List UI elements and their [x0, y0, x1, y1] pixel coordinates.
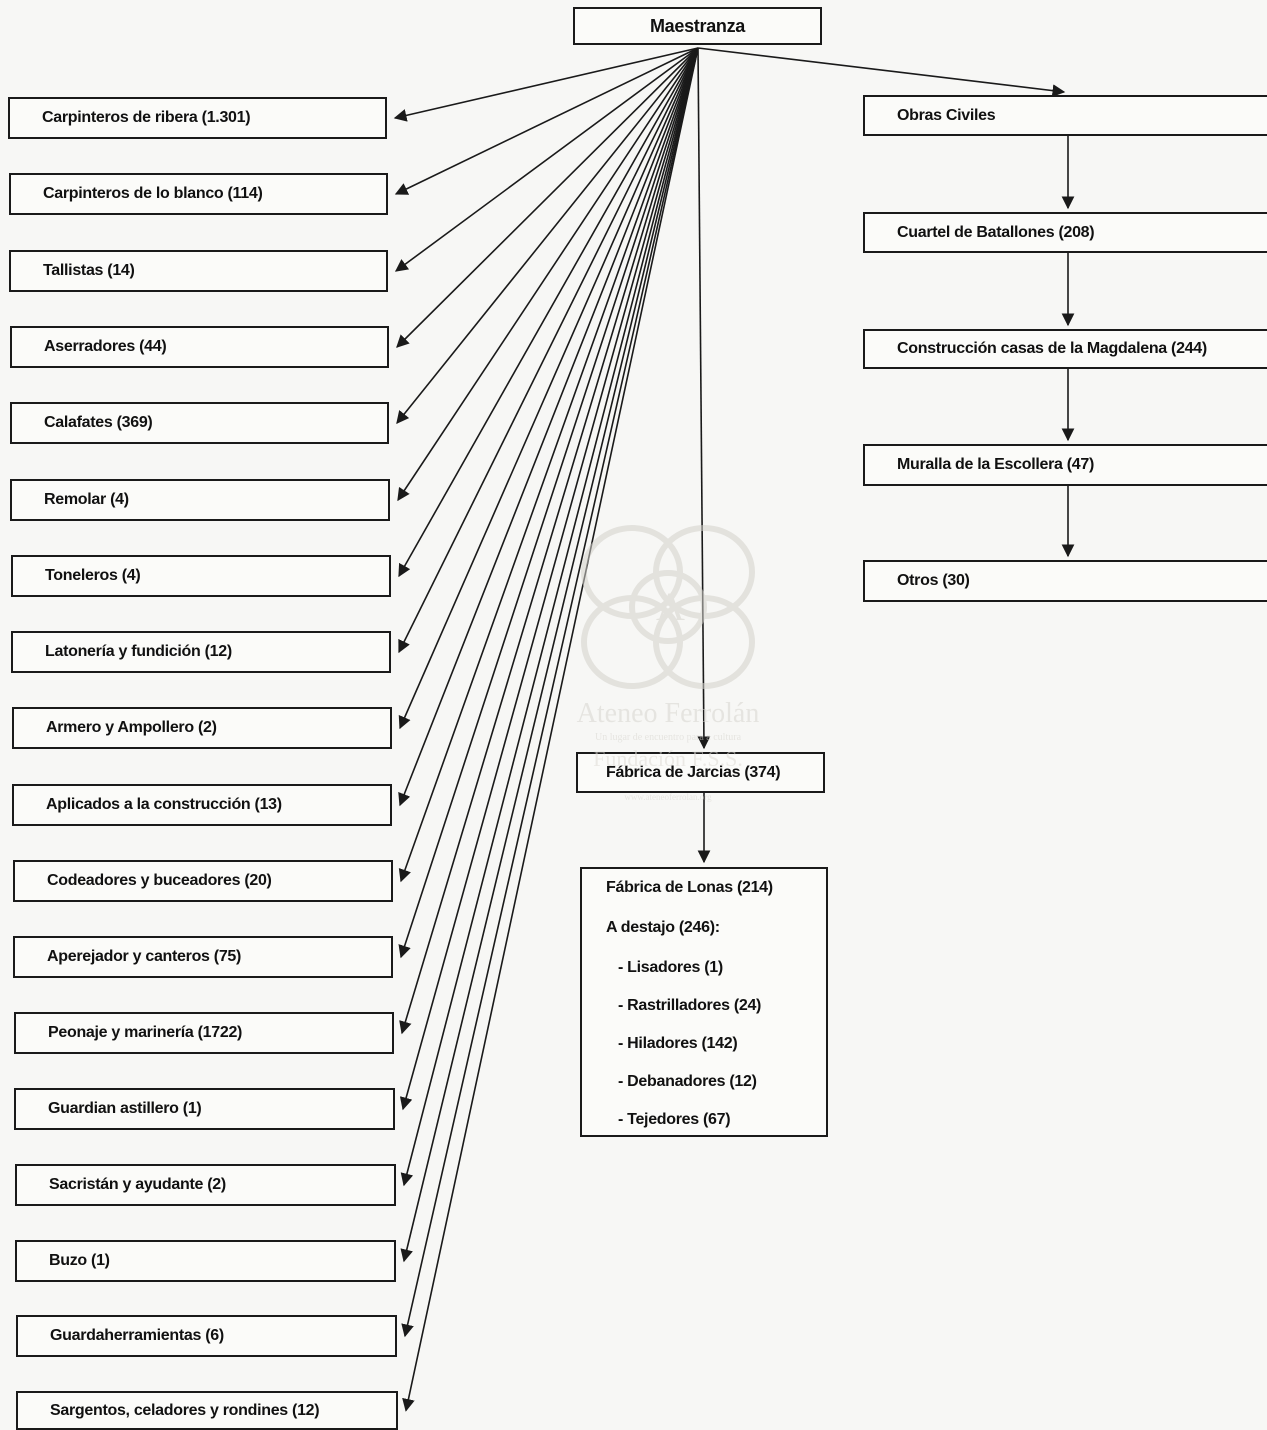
node-label: Peonaje y marinería (1722): [48, 1024, 243, 1041]
arrow-to-left-node-14: [399, 47, 699, 1111]
arrow-to-left-node-8: [398, 47, 699, 654]
center-node-lonas: Fábrica de Lonas (214) A destajo (246): …: [580, 867, 828, 1137]
arrow-to-left-node-18: [402, 47, 699, 1412]
arrow-to-left-node-11: [398, 47, 699, 883]
arrow-to-left-node-17: [401, 47, 699, 1338]
left-node-2: Carpinteros de lo blanco (114): [9, 173, 388, 215]
right-node-muralla: Muralla de la Escollera (47): [863, 444, 1267, 486]
left-node-3: Tallistas (14): [9, 250, 388, 292]
left-node-10: Aplicados a la construcción (13): [12, 784, 392, 826]
arrow-to-left-node-6: [397, 47, 699, 502]
node-label: Fábrica de Jarcias (374): [606, 763, 781, 781]
node-label: Aplicados a la construcción (13): [46, 796, 282, 813]
node-label: Buzo (1): [49, 1252, 110, 1269]
right-node-obras-civiles: Obras Civiles: [863, 95, 1267, 136]
left-node-7: Toneleros (4): [11, 555, 391, 597]
left-node-16: Buzo (1): [15, 1240, 396, 1282]
node-label: Cuartel de Batallones (208): [897, 223, 1095, 241]
arrow-to-left-node-5: [396, 47, 699, 424]
arrow-to-left-node-16: [400, 47, 699, 1263]
right-node-magdalena: Construcción casas de la Magdalena (244): [863, 329, 1267, 369]
left-node-12: Aperejador y canteros (75): [13, 936, 393, 978]
sub-item: - Hiladores (142): [618, 1035, 738, 1052]
arrow-to-left-node-4: [396, 47, 699, 348]
node-label: Armero y Ampollero (2): [46, 719, 217, 736]
left-node-13: Peonaje y marinería (1722): [14, 1012, 394, 1054]
lonas-title: Fábrica de Lonas (214): [606, 879, 773, 896]
node-label: Tallistas (14): [43, 262, 135, 279]
arrow-to-left-node-3: [394, 47, 699, 272]
left-node-9: Armero y Ampollero (2): [12, 707, 392, 749]
arrow-to-left-node-9: [398, 47, 699, 730]
arrow-to-left-node-7: [398, 47, 699, 578]
root-label: Maestranza: [649, 15, 746, 36]
node-label: Obras Civiles: [897, 106, 996, 124]
left-node-15: Sacristán y ayudante (2): [15, 1164, 396, 1206]
node-label: Sargentos, celadores y rondines (12): [50, 1401, 320, 1419]
destajo-label: A destajo (246):: [606, 919, 720, 936]
left-node-6: Remolar (4): [10, 479, 390, 521]
arrow-to-obras-civiles: [697, 47, 1066, 97]
node-label: Sacristán y ayudante (2): [49, 1176, 226, 1193]
node-label: Codeadores y buceadores (20): [47, 872, 272, 889]
arrow-to-left-node-12: [398, 47, 699, 959]
sub-item: - Rastrilladores (24): [618, 997, 762, 1014]
node-label: Guardian astillero (1): [48, 1100, 202, 1117]
node-label: Muralla de la Escollera (47): [897, 456, 1095, 473]
root-node-maestranza: Maestranza: [573, 7, 822, 45]
center-node-jarcias: Fábrica de Jarcias (374): [576, 752, 825, 793]
node-label: Calafates (369): [44, 414, 153, 431]
left-node-4: Aserradores (44): [10, 326, 389, 368]
left-node-1: Carpinteros de ribera (1.301): [8, 97, 387, 139]
left-node-14: Guardian astillero (1): [14, 1088, 395, 1130]
node-label: Guardaherramientas (6): [50, 1327, 224, 1344]
right-node-otros: Otros (30): [863, 560, 1267, 602]
node-label: Otros (30): [897, 572, 970, 589]
node-label: Latonería y fundición (12): [45, 643, 232, 660]
node-label: Carpinteros de ribera (1.301): [42, 109, 251, 126]
node-label: Aserradores (44): [44, 338, 167, 355]
left-node-18: Sargentos, celadores y rondines (12): [16, 1391, 398, 1430]
right-node-cuartel: Cuartel de Batallones (208): [863, 212, 1267, 253]
node-label: Aperejador y canteros (75): [47, 948, 242, 965]
node-label: Construcción casas de la Magdalena (244): [897, 340, 1207, 357]
left-node-11: Codeadores y buceadores (20): [13, 860, 393, 902]
left-node-8: Latonería y fundición (12): [11, 631, 391, 673]
left-node-5: Calafates (369): [10, 402, 389, 444]
node-label: Carpinteros de lo blanco (114): [43, 185, 263, 202]
arrow-to-left-node-15: [400, 47, 699, 1187]
arrow-to-left-node-10: [398, 47, 699, 807]
arrow-to-left-node-1: [393, 47, 699, 122]
sub-item: - Tejedores (67): [618, 1111, 731, 1128]
arrow-to-left-node-2: [394, 47, 699, 195]
sub-item: - Debanadores (12): [618, 1073, 757, 1090]
sub-item: - Lisadores (1): [618, 959, 723, 976]
node-label: Toneleros (4): [45, 567, 141, 584]
left-node-17: Guardaherramientas (6): [16, 1315, 397, 1357]
arrow-to-left-node-13: [399, 47, 699, 1035]
arrow-to-jarcias: [697, 47, 711, 750]
node-label: Remolar (4): [44, 491, 129, 508]
